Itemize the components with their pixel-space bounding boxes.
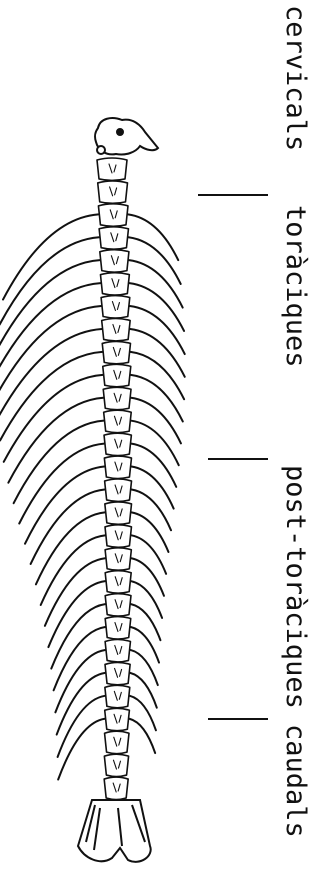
rib-left [45,558,105,626]
rib-left [48,581,105,647]
rib-left [4,375,103,462]
skull [95,118,158,154]
vertebra [105,617,131,639]
vertebra [105,685,130,707]
rib-left [19,444,104,524]
vertebra [101,296,130,318]
vertebra [102,341,130,363]
vertebra [104,754,128,776]
vertebra [102,319,130,341]
vertebra [104,777,128,799]
vertebra [103,387,131,409]
rib-right [131,581,162,618]
rib-right [128,237,180,284]
rib-left [25,467,104,544]
vertebra [105,708,130,730]
vertebra [105,571,131,593]
rib-right [130,673,157,708]
vertebra [97,158,127,180]
vertebra [104,410,132,432]
rib-left [54,627,106,690]
label-post-toraciques: post-toràciques [280,465,311,709]
rib-left [55,650,105,712]
rib-left [41,535,105,605]
vertebra [104,456,131,478]
vertebra [104,433,131,455]
rib-left [58,719,105,780]
rib-right [130,650,157,685]
rib-right [129,719,155,753]
rib-left [36,512,105,584]
rib-right [131,627,159,663]
vertebral-column [0,158,185,800]
rib-left [31,489,105,563]
vertebra [105,594,131,616]
vertebra [100,273,129,295]
label-cervicals: cervicals [280,5,311,151]
rib-right [130,696,156,731]
vertebra [105,548,131,570]
vertebra [99,227,128,249]
vertebra [100,250,129,272]
vertebra [98,204,128,226]
rib-left [51,604,105,668]
vertebra [103,364,131,386]
rib-left [57,673,105,735]
vertebra [98,181,128,203]
vertebra [105,479,132,501]
label-toraciques: toràciques [280,205,311,368]
vertebra [105,640,130,662]
vertebra [105,502,132,524]
vertebra [105,662,130,684]
rib-right [131,558,164,596]
vertebra [105,731,129,753]
vertebra [105,525,131,547]
rib-left [58,696,105,757]
rib-right [128,214,178,260]
tail [78,800,151,862]
label-caudals: caudals [280,724,311,838]
rib-right [131,604,160,640]
